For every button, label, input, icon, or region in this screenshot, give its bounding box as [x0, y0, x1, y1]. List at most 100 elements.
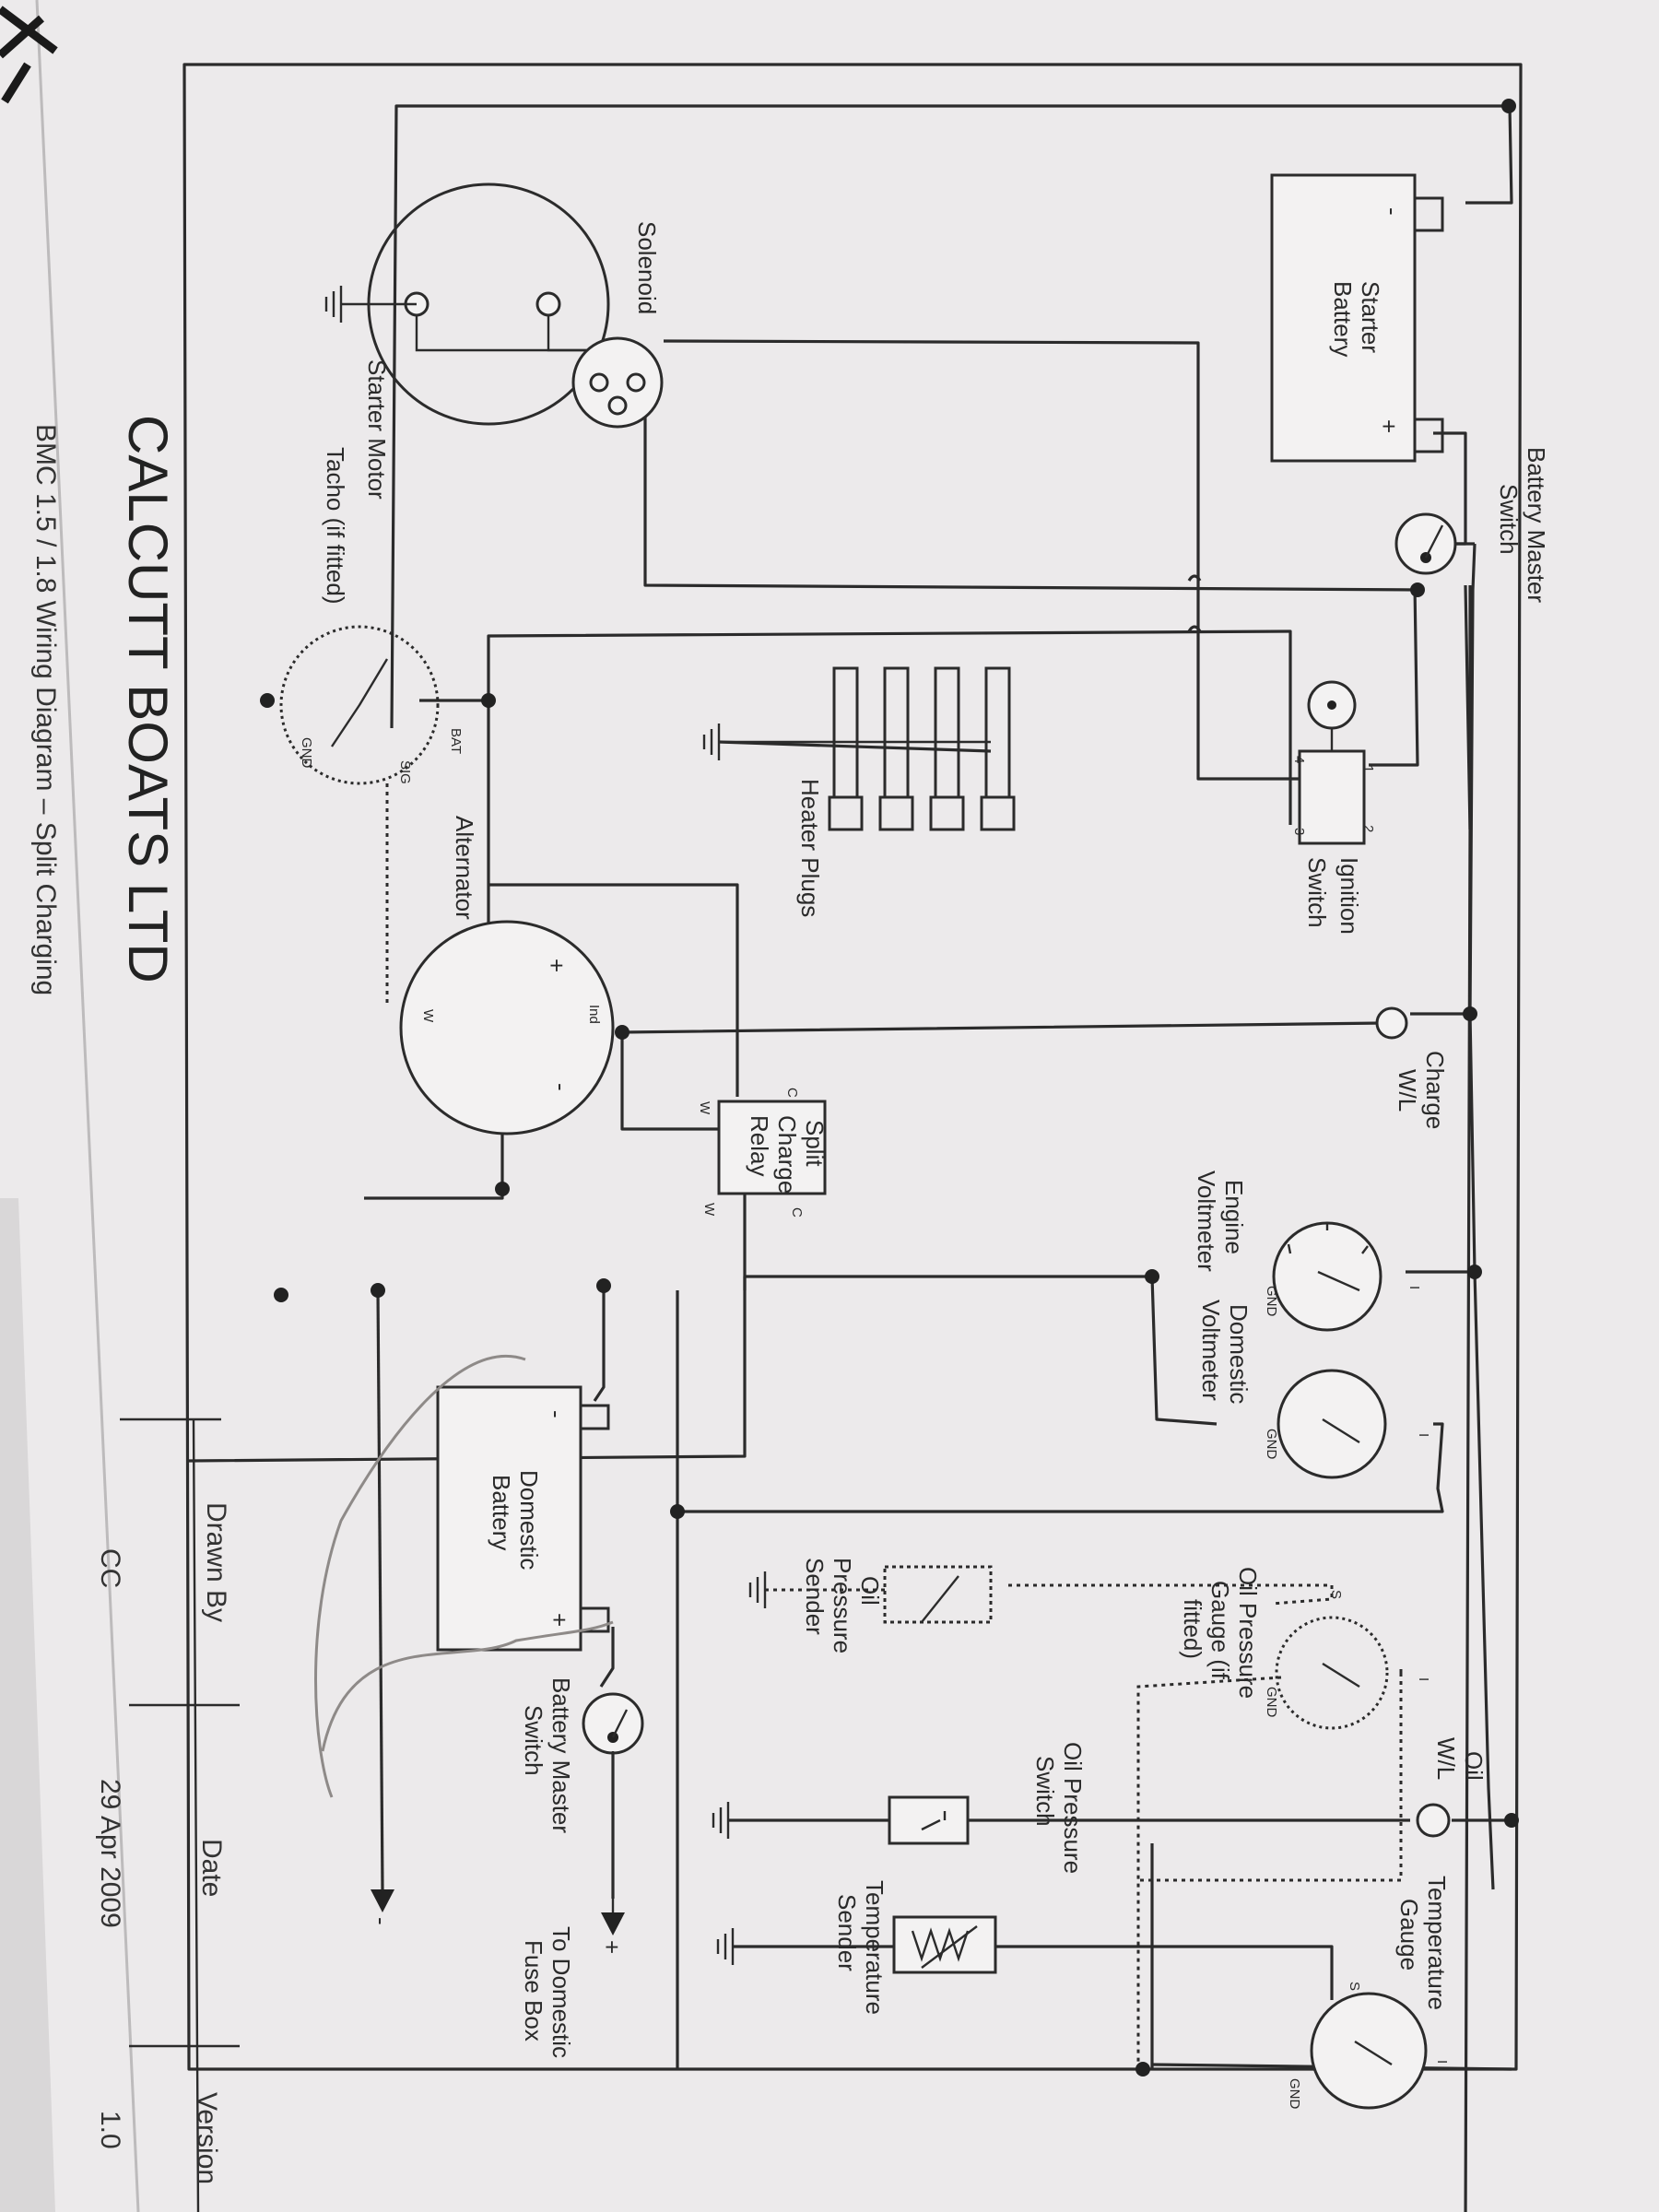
svg-text:-: -: [543, 1410, 571, 1418]
starter-battery-label-2: Battery: [1329, 281, 1357, 357]
svg-text:1: 1: [1360, 765, 1376, 772]
svg-text:+: +: [543, 959, 571, 972]
oil-pressure-gauge-label-1: Oil Pressure: [1234, 1567, 1262, 1699]
starter-battery: - + Starter Battery: [1270, 173, 1444, 463]
solenoid-label: Solenoid: [633, 221, 661, 314]
oil-wl-label-2: W/L: [1432, 1737, 1460, 1780]
domestic-voltmeter-label-2: Voltmeter: [1197, 1300, 1225, 1401]
engine-voltmeter-label-1: Engine: [1220, 1180, 1248, 1254]
oil-pressure-sender-label-3: Sender: [801, 1558, 829, 1635]
svg-text:GND: GND: [1264, 1286, 1279, 1317]
charge-wl: Charge W/L: [1375, 1006, 1449, 1129]
svg-text:GND: GND: [299, 737, 314, 769]
oil-pressure-switch: Oil Pressure Switch: [712, 1742, 1087, 1874]
split-charge-relay-label-2: Charge: [773, 1115, 801, 1194]
ignition-switch-label-1: Ignition: [1335, 857, 1363, 935]
battery-master-switch-domestic-label-2: Switch: [520, 1705, 547, 1776]
svg-text:GND: GND: [1287, 2078, 1302, 2110]
temperature-gauge: S I GND Temperature Gauge: [1287, 1876, 1451, 2110]
svg-text:W: W: [420, 1009, 436, 1023]
diagram-subtitle: BMC 1.5 / 1.8 Wiring Diagram – Split Cha…: [30, 424, 61, 995]
svg-text:I: I: [1416, 1433, 1431, 1437]
solenoid: Solenoid: [571, 221, 664, 429]
heater-plugs: Heater Plugs: [702, 666, 1016, 917]
battery-master-switch-domestic-label-1: Battery Master: [547, 1677, 575, 1833]
svg-text:GND: GND: [1264, 1687, 1279, 1718]
svg-text:S: S: [1347, 1982, 1362, 1991]
svg-text:SIG: SIG: [397, 760, 413, 784]
oil-pressure-gauge: S I GND Oil Pressure Gauge (if fitted): [1179, 1567, 1431, 1730]
svg-text:2: 2: [1360, 825, 1376, 832]
negative-output-arrow: -: [368, 1889, 395, 1925]
drawn-by-value: CC: [95, 1548, 125, 1588]
tacho-label: Tacho (if fitted): [322, 447, 349, 605]
svg-text:I: I: [1434, 2060, 1450, 2064]
starter-battery-minus: -: [1379, 207, 1406, 216]
svg-text:-: -: [368, 1917, 395, 1925]
starter-gnd-symbol: [324, 286, 417, 323]
starter-battery-label-1: Starter: [1357, 281, 1384, 353]
corner-mark: [0, 6, 58, 104]
svg-text:BAT: BAT: [448, 728, 464, 754]
split-charge-relay: Split Charge Relay C C W W: [697, 1088, 829, 1218]
svg-text:GND: GND: [1264, 1429, 1279, 1460]
svg-text:-: -: [547, 1083, 575, 1091]
domestic-battery-label-2: Battery: [488, 1475, 515, 1550]
svg-text:+: +: [546, 1613, 573, 1627]
sheet-edge: [35, 0, 140, 2212]
oil-pressure-switch-label-2: Switch: [1031, 1756, 1059, 1827]
battery-master-switch-top-label-1: Battery Master: [1523, 447, 1550, 603]
engine-voltmeter: I GND Engine Voltmeter: [1193, 1171, 1422, 1332]
oil-wl: Oil W/L: [1416, 1737, 1488, 1838]
heater-plugs-label: Heater Plugs: [796, 779, 824, 917]
split-charge-relay-label-3: Relay: [746, 1115, 773, 1176]
oil-pressure-switch-label-1: Oil Pressure: [1059, 1742, 1087, 1874]
svg-text:S: S: [1328, 1590, 1344, 1599]
starter-battery-plus: +: [1375, 419, 1403, 433]
starter-motor-label: Starter Motor: [363, 359, 391, 500]
svg-text:3: 3: [1291, 828, 1307, 835]
ignition-switch: 1 2 3 4 Ignition Switch: [1291, 680, 1376, 935]
title-block: CALCUTT BOATS LTD BMC 1.5 / 1.8 Wiring D…: [30, 415, 240, 2212]
oil-pressure-gauge-label-2: Gauge (if: [1206, 1581, 1234, 1680]
date-label: Date: [196, 1839, 227, 1897]
domestic-voltmeter-label-1: Domestic: [1225, 1304, 1253, 1404]
date-value: 29 Apr 2009: [95, 1779, 125, 1928]
ignition-switch-label-2: Switch: [1303, 857, 1331, 928]
svg-text:I: I: [1416, 1677, 1431, 1681]
svg-text:C: C: [784, 1088, 800, 1098]
company-name: CALCUTT BOATS LTD: [117, 415, 179, 983]
battery-master-switch-domestic: + Battery Master Switch To Domestic Fuse…: [520, 1677, 644, 2058]
oil-pressure-sender: Oil Pressure Sender: [748, 1558, 993, 1653]
svg-text:Ind: Ind: [586, 1005, 602, 1024]
tacho: BAT SIG GND Tacho (if fitted): [279, 447, 464, 785]
svg-text:W: W: [701, 1203, 717, 1217]
oil-pressure-gauge-label-3: fitted): [1179, 1599, 1206, 1659]
temperature-gauge-label-1: Temperature: [1423, 1876, 1451, 2010]
temperature-sender-label-2: Sender: [833, 1894, 861, 1971]
alternator: + - W Ind Alternator: [399, 816, 615, 1135]
svg-text:4: 4: [1291, 756, 1307, 763]
svg-text:W: W: [697, 1101, 712, 1115]
domestic-voltmeter: I GND Domestic Voltmeter: [1197, 1300, 1431, 1479]
to-domestic-fuse-box-label-1: To Domestic: [547, 1926, 575, 2058]
temperature-sender: Temperature Sender: [716, 1880, 997, 2015]
temperature-sender-label-1: Temperature: [861, 1880, 888, 2015]
temperature-gauge-label-2: Gauge: [1395, 1899, 1423, 1971]
wiring: [182, 63, 1523, 2212]
version-value: 1.0: [95, 2111, 125, 2149]
oil-pressure-sender-label-2: Pressure: [829, 1558, 856, 1653]
svg-text:C: C: [789, 1207, 805, 1218]
alternator-label: Alternator: [451, 816, 478, 920]
domestic-battery: - + Domestic Battery: [436, 1385, 610, 1652]
junction-dots: [260, 99, 1519, 2077]
charge-wl-label-1: Charge: [1421, 1051, 1449, 1129]
oil-pressure-sender-label-1: Oil: [856, 1576, 884, 1606]
svg-text:+: +: [598, 1940, 626, 1954]
split-charge-relay-label-1: Split: [801, 1120, 829, 1167]
drawn-by-label: Drawn By: [201, 1502, 231, 1622]
svg-text:I: I: [1406, 1286, 1422, 1289]
to-domestic-fuse-box-label-2: Fuse Box: [520, 1940, 547, 2041]
